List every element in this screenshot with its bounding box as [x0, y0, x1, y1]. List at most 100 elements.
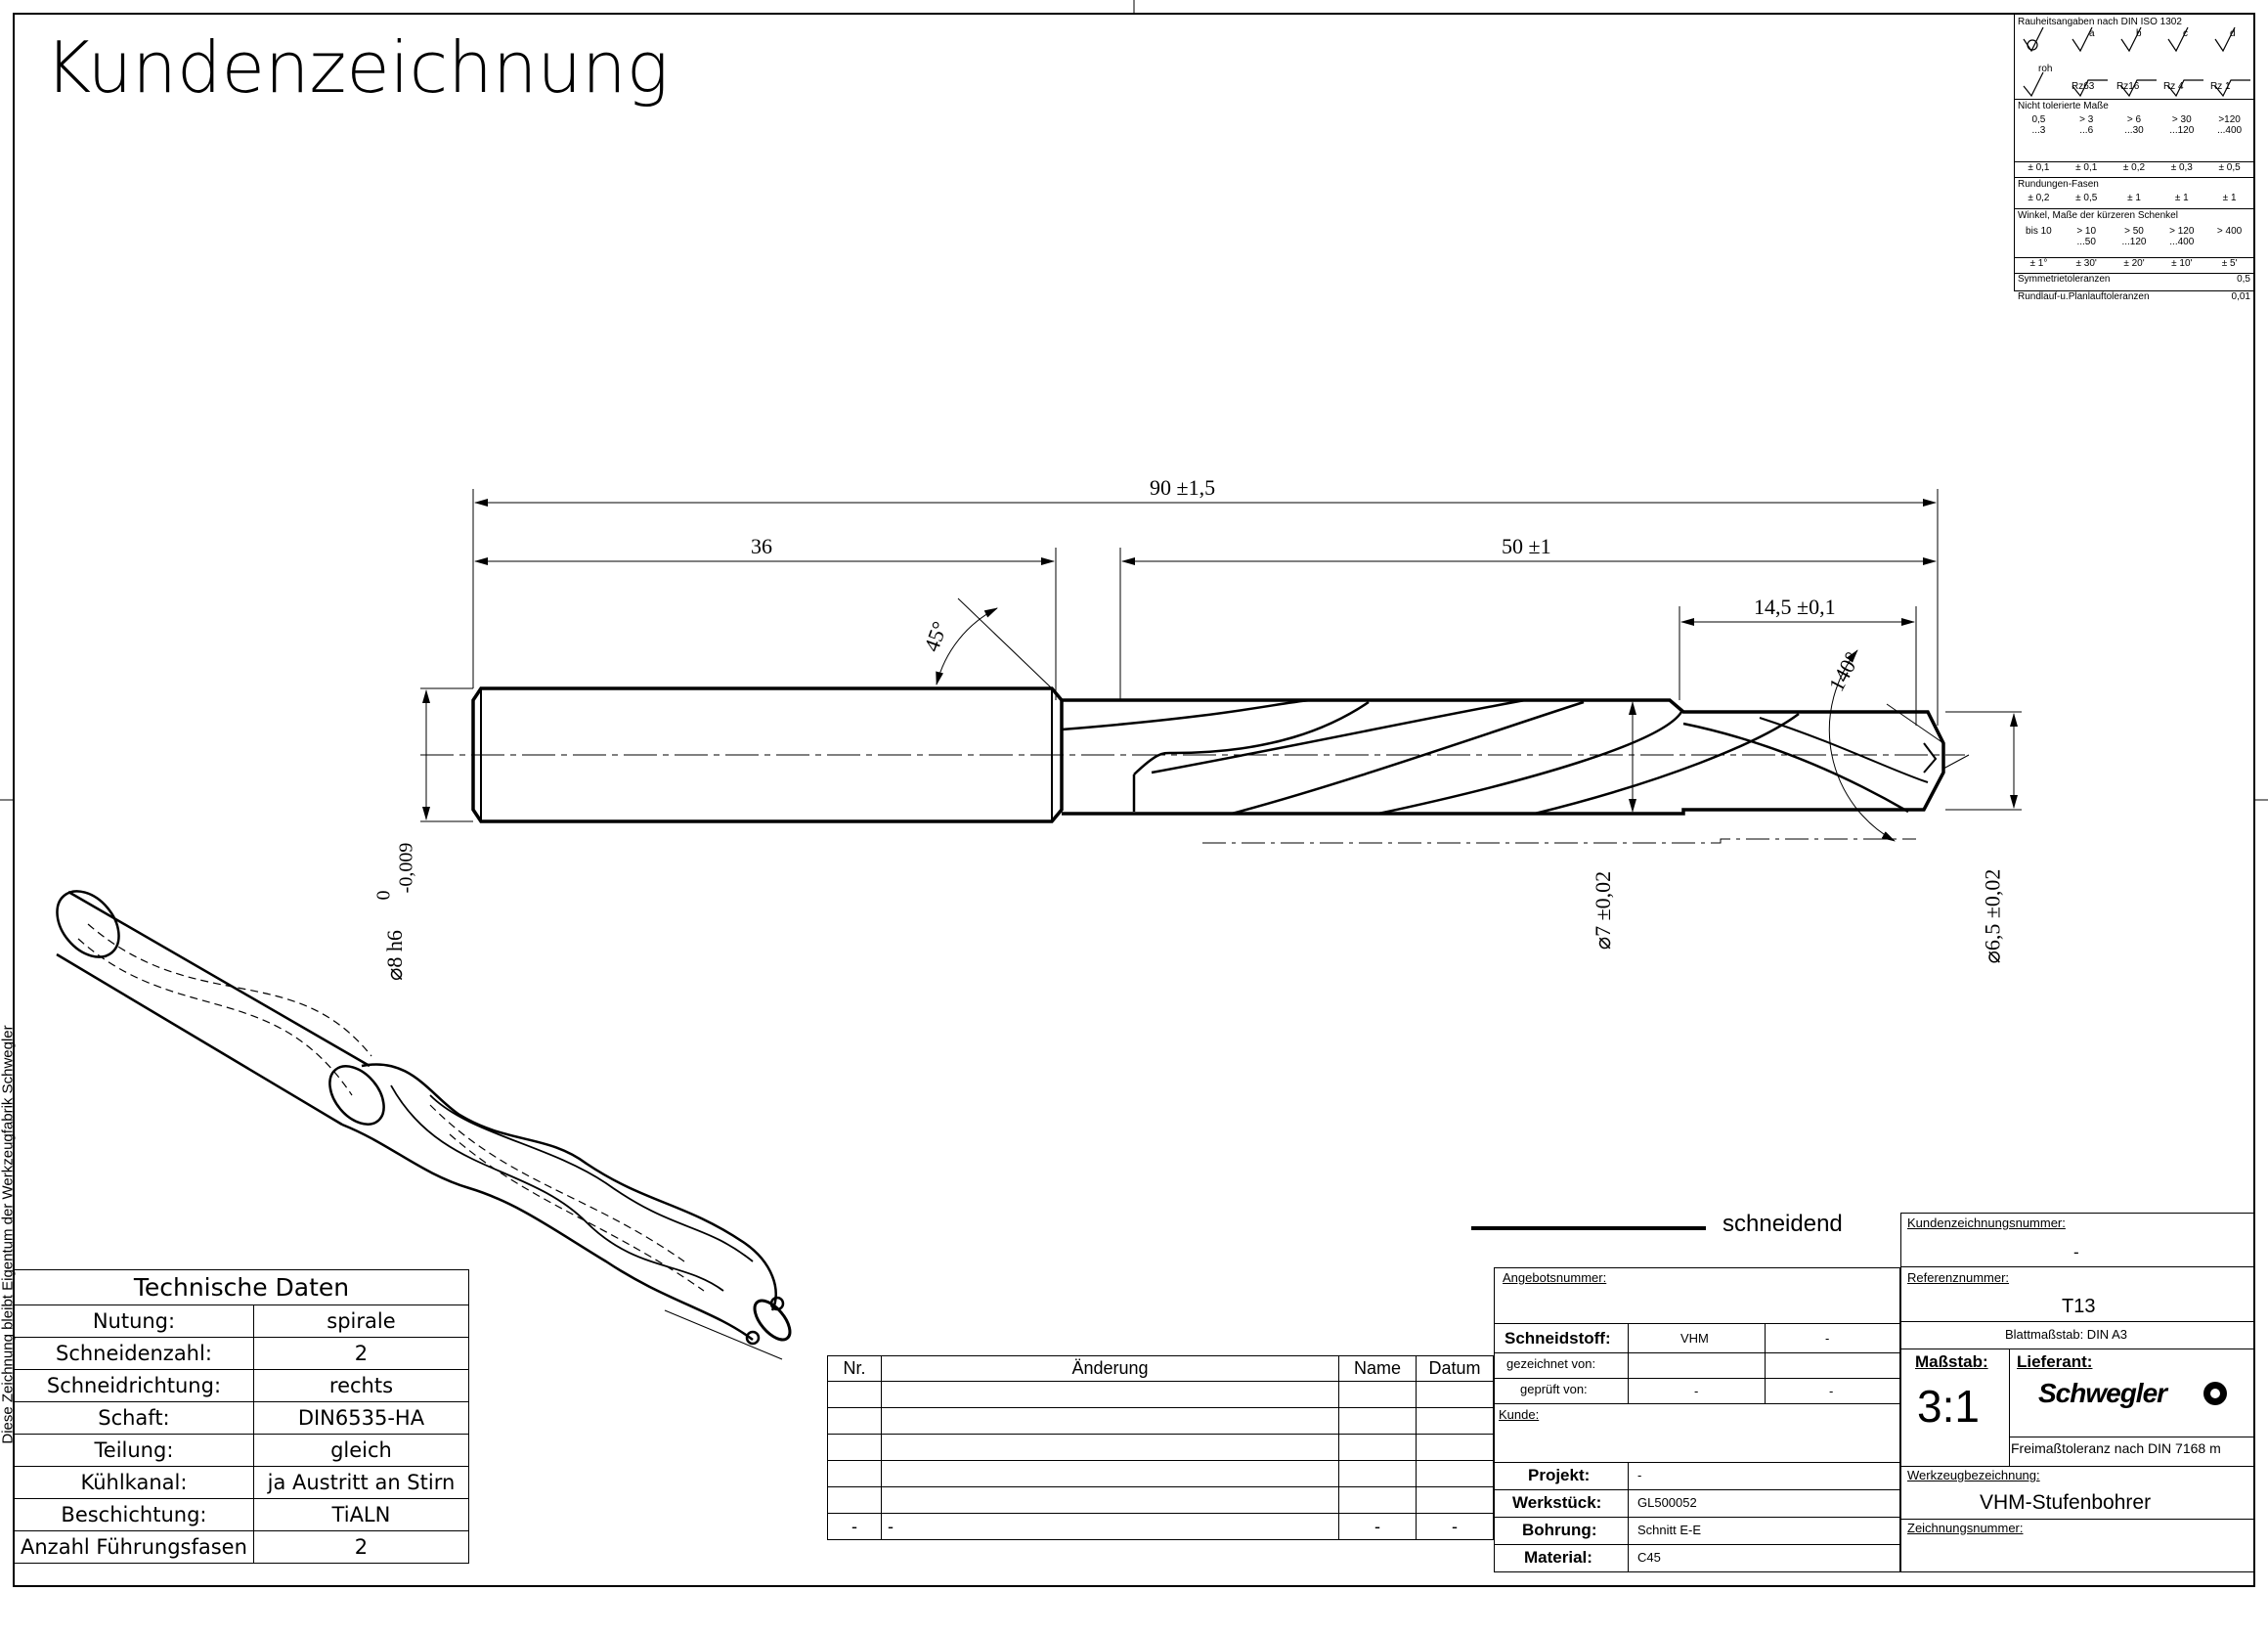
range-3b: ...120: [2169, 125, 2195, 136]
range-tol-0: ± 0,1: [2028, 162, 2050, 173]
roughness-val-d: Rz 1: [2210, 81, 2231, 92]
range-1b: ...6: [2079, 125, 2094, 136]
geprueft-label: geprüft von:: [1520, 1382, 1588, 1396]
tech-label-4: Teilung:: [14, 1434, 254, 1467]
referenznummer-value: T13: [2062, 1296, 2096, 1317]
change-col-aenderung: Änderung: [881, 1355, 1339, 1382]
range-1a: > 3: [2079, 114, 2094, 125]
rund-tol-0: ± 0,2: [2028, 193, 2050, 203]
roughness-col-c: c: [2183, 28, 2188, 39]
freimasstoleranz: Freimaßtoleranz nach DIN 7168 m: [2011, 1440, 2221, 1456]
rundlauf-value: 0,01: [2231, 291, 2250, 302]
lieferant-label: Lieferant:: [2017, 1352, 2093, 1371]
dim-dia-65: ⌀6,5 ±0,02: [1980, 868, 2005, 964]
roughness-val-b: Rz16: [2116, 81, 2140, 92]
nicht-header: Nicht tolerierte Maße: [2018, 101, 2109, 111]
werkstueck-label: Werkstück:: [1512, 1493, 1602, 1512]
range-2a: > 6: [2126, 114, 2142, 125]
tech-value-6: TiALN: [252, 1498, 470, 1531]
roughness-header: Rauheitsangaben nach DIN ISO 1302: [2018, 17, 2182, 27]
schneidstoff-label: Schneidstoff:: [1505, 1329, 1611, 1348]
dim-flute-length: 50 ±1: [1502, 534, 1551, 558]
title-block-middle: Angebotsnummer: Schneidstoff: VHM - geze…: [1494, 1267, 1900, 1572]
projekt-value: -: [1637, 1468, 1642, 1482]
tech-label-7: Anzahl Führungsfasen: [14, 1530, 254, 1564]
change-row-datum: -: [1416, 1513, 1494, 1540]
tech-label-1: Schneidenzahl:: [14, 1337, 254, 1370]
change-col-nr: Nr.: [827, 1355, 882, 1382]
tolerance-block: Rauheitsangaben nach DIN ISO 1302 a b c …: [2014, 14, 2254, 302]
roughness-col-a: a: [2089, 28, 2095, 39]
kunde-label: Kunde:: [1499, 1407, 1540, 1422]
schwegler-logo: Schwegler: [2038, 1378, 2167, 1408]
range-0b: ...3: [2031, 125, 2046, 136]
tech-label-6: Beschichtung:: [14, 1498, 254, 1531]
range-4a: >120: [2218, 114, 2241, 125]
schneidstoff-value: VHM: [1680, 1331, 1709, 1346]
bohrung-value: Schnitt E-E: [1637, 1523, 1702, 1537]
winkel-range-4a: > 400: [2216, 226, 2243, 237]
range-tol-1: ± 0,1: [2075, 162, 2098, 173]
tech-label-3: Schaft:: [14, 1401, 254, 1435]
winkel-range-1b: ...50: [2076, 237, 2096, 247]
material-label: Material:: [1524, 1548, 1592, 1567]
winkel-tol-3: ± 10': [2171, 258, 2193, 269]
tech-value-0: spirale: [252, 1304, 470, 1338]
werkzeugbezeichnung-value: VHM-Stufenbohrer: [1980, 1491, 2152, 1514]
rund-tol-2: ± 1: [2127, 193, 2141, 203]
range-0a: 0,5: [2031, 114, 2046, 125]
roughness-col-b: b: [2136, 28, 2142, 39]
tech-value-3: DIN6535-HA: [252, 1401, 470, 1435]
sym-value: 0,5: [2237, 274, 2250, 285]
dim-shank-length: 36: [751, 534, 772, 558]
schneidstoff-dash: -: [1825, 1331, 1830, 1346]
tech-value-2: rechts: [252, 1369, 470, 1402]
tech-label-5: Kühlkanal:: [14, 1466, 254, 1499]
dim-shank-diameter: ⌀8 h6: [381, 930, 407, 981]
geprueft-value-2: -: [1829, 1384, 1834, 1398]
range-tol-3: ± 0,3: [2170, 162, 2193, 173]
winkel-tol-2: ± 20': [2123, 258, 2145, 269]
change-row-nr: -: [827, 1513, 882, 1540]
change-col-name: Name: [1338, 1355, 1417, 1382]
winkel-range-2a: > 50: [2124, 226, 2144, 237]
roughness-col-d: d: [2230, 28, 2236, 39]
change-col-datum: Datum: [1416, 1355, 1494, 1382]
tech-data-table: Technische Daten Nutung:spirale Schneide…: [14, 1269, 470, 1564]
gezeichnet-label: gezeichnet von:: [1506, 1356, 1596, 1371]
change-table: Nr. Änderung Name Datum - - - -: [827, 1355, 1494, 1540]
drawing-canvas: [0, 0, 2268, 1587]
kundenzeichnungsnummer-value: -: [2073, 1243, 2079, 1261]
winkel-tol-4: ± 5': [2221, 258, 2238, 269]
winkel-tol-0: ± 1°: [2029, 258, 2048, 269]
dim-overall: 90 ±1,5: [1150, 475, 1216, 500]
geprueft-value-1: -: [1694, 1384, 1699, 1398]
tech-value-1: 2: [252, 1337, 470, 1370]
winkel-range-1a: > 10: [2076, 226, 2097, 237]
bohrung-label: Bohrung:: [1522, 1521, 1597, 1539]
tech-value-4: gleich: [252, 1434, 470, 1467]
dim-dia-7: ⌀7 ±0,02: [1591, 870, 1616, 951]
roughness-roh: roh: [2038, 64, 2053, 74]
tech-label-2: Schneidrichtung:: [14, 1369, 254, 1402]
sym-label: Symmetrietoleranzen: [2018, 274, 2111, 285]
rund-header: Rundungen-Fasen: [2018, 179, 2099, 190]
referenznummer-label: Referenznummer:: [1907, 1270, 2010, 1285]
page-title: Kundenzeichnung: [45, 26, 669, 109]
range-tol-2: ± 0,2: [2122, 162, 2146, 173]
winkel-range-2b: ...120: [2121, 237, 2147, 247]
massstab-label: Maßstab:: [1915, 1352, 1988, 1371]
rundlauf-label: Rundlauf-u.Planlauftoleranzen: [2018, 291, 2150, 302]
isometric-drill-view: [56, 890, 792, 1360]
range-2b: ...30: [2124, 125, 2144, 136]
range-tol-4: ± 0,5: [2218, 162, 2241, 173]
tech-value-5: ja Austritt an Stirn: [252, 1466, 470, 1499]
werkstueck-value: GL500052: [1637, 1495, 1697, 1510]
title-block-right: Kundenzeichnungsnummer: - Referenznummer…: [1900, 1213, 2254, 1572]
rund-tol-1: ± 0,5: [2075, 193, 2098, 203]
legend-label: schneidend: [1723, 1211, 1843, 1237]
range-3a: > 30: [2171, 114, 2192, 125]
change-row-aenderung: -: [881, 1513, 1339, 1540]
roughness-val-c: Rz 4: [2163, 81, 2184, 92]
winkel-range-3a: > 120: [2169, 226, 2195, 237]
